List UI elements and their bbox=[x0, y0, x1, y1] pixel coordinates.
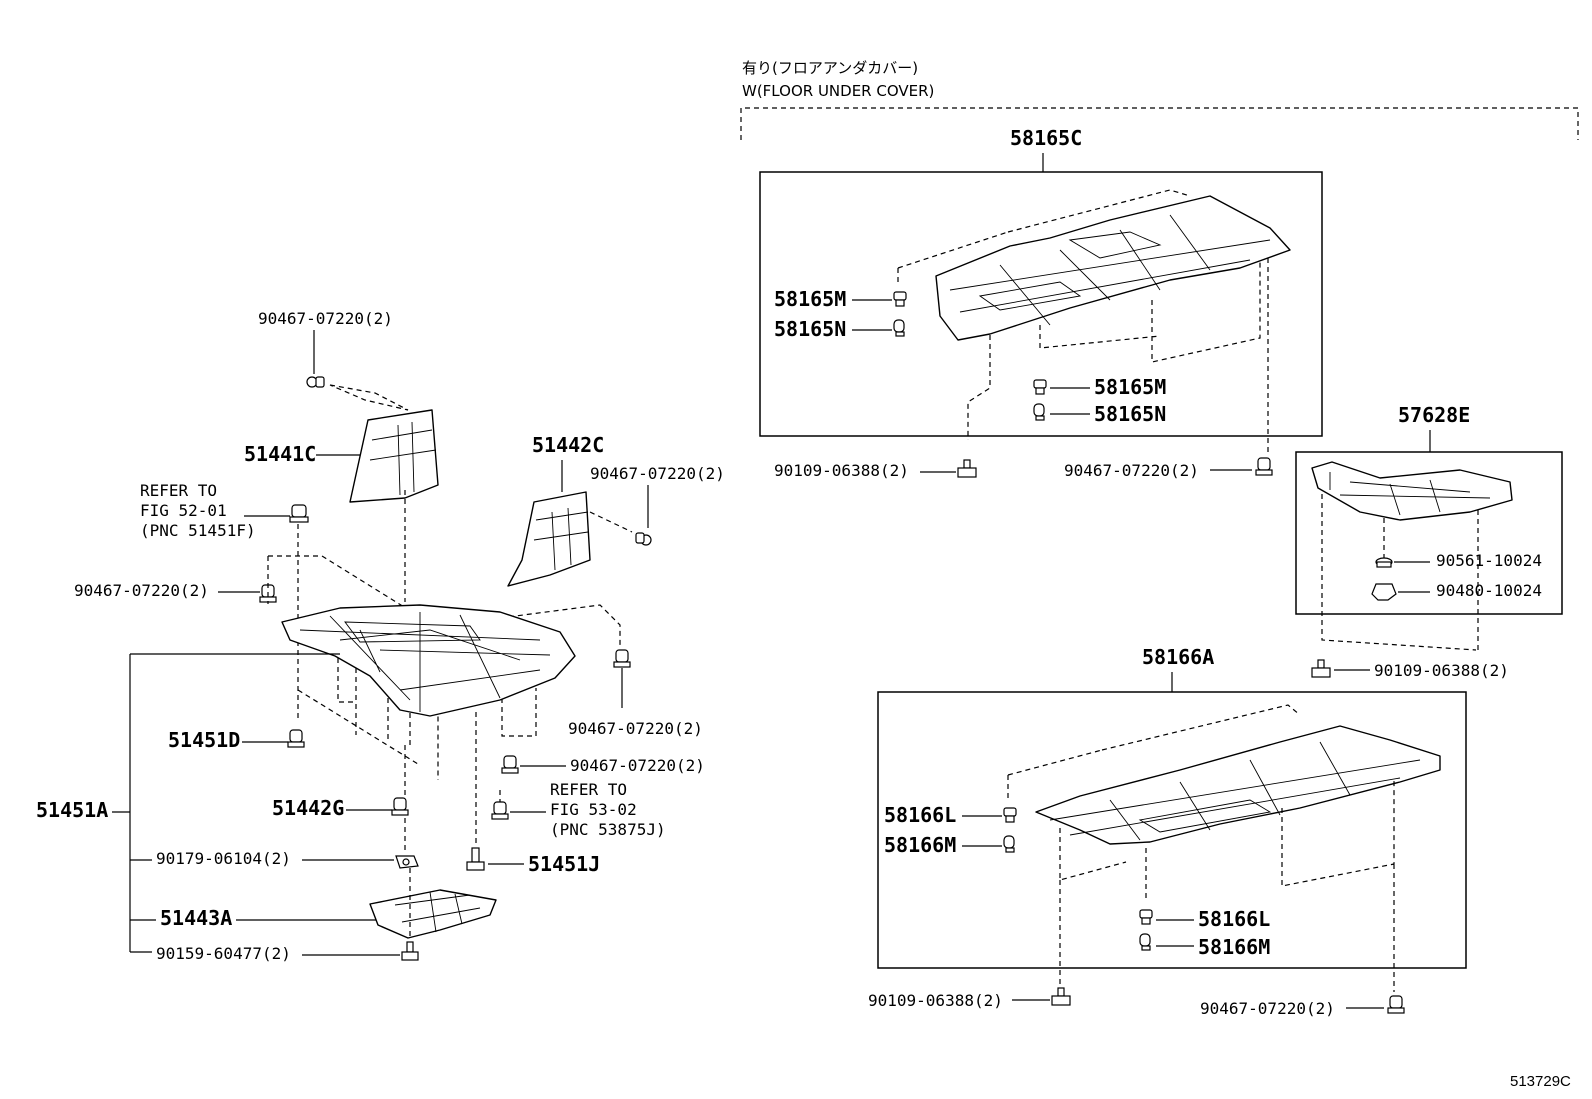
dash-58166A-top bbox=[1007, 704, 1301, 776]
label-90467-mid[interactable]: 90467-07220(2) bbox=[570, 756, 705, 775]
refer-53-02-line1: REFER TO bbox=[550, 780, 627, 799]
dash-58165C-drops bbox=[967, 260, 1261, 440]
bolt-icon bbox=[957, 459, 977, 478]
bolt-icon bbox=[466, 847, 485, 871]
box-58165C bbox=[759, 171, 1323, 437]
leader-90159 bbox=[130, 951, 400, 956]
dash-57628E bbox=[1321, 494, 1479, 651]
shield-51441C-icon bbox=[349, 409, 439, 503]
dash-58165C-top bbox=[897, 189, 1191, 269]
label-51451D[interactable]: 51451D bbox=[168, 728, 240, 752]
clip-icon bbox=[893, 291, 907, 307]
bolt-icon bbox=[1051, 987, 1071, 1006]
dash-51441C-top bbox=[329, 384, 409, 411]
dash-box-inner bbox=[337, 640, 356, 703]
clip-icon bbox=[1003, 835, 1015, 853]
clip-icon bbox=[1033, 403, 1045, 421]
label-90109-a[interactable]: 90109-06388(2) bbox=[774, 461, 909, 480]
refer-53-02-line2[interactable]: FIG 53-02 bbox=[550, 800, 637, 819]
dash-58166A-drops bbox=[1059, 778, 1395, 992]
clip-icon bbox=[391, 797, 409, 816]
label-90561[interactable]: 90561-10024 bbox=[1436, 551, 1542, 570]
clip-icon bbox=[1255, 457, 1273, 476]
clip-icon bbox=[287, 729, 305, 748]
nut-icon bbox=[1375, 557, 1393, 568]
label-58166M-a[interactable]: 58166M bbox=[884, 833, 956, 857]
clip-icon bbox=[1139, 909, 1153, 925]
label-90467-right[interactable]: 90467-07220(2) bbox=[568, 719, 703, 738]
clip-icon bbox=[306, 376, 325, 388]
floor-cover-58165C-icon bbox=[935, 195, 1291, 341]
clip-icon bbox=[1139, 933, 1151, 951]
refer-52-01-line1: REFER TO bbox=[140, 481, 217, 500]
clip-icon bbox=[1387, 995, 1405, 1014]
label-57628E[interactable]: 57628E bbox=[1398, 403, 1470, 427]
floor-cover-58166A-icon bbox=[1035, 725, 1441, 845]
header-english: W(FLOOR UNDER COVER) bbox=[742, 82, 934, 100]
label-90109-b[interactable]: 90109-06388(2) bbox=[1374, 661, 1509, 680]
retainer-icon bbox=[289, 504, 309, 523]
label-58165M-a[interactable]: 58165M bbox=[774, 287, 846, 311]
shield-51442C-icon bbox=[507, 491, 591, 587]
label-90480[interactable]: 90480-10024 bbox=[1436, 581, 1542, 600]
refer-53-02-line3: (PNC 53875J) bbox=[550, 820, 666, 839]
label-51451A[interactable]: 51451A bbox=[36, 798, 108, 822]
bolt-icon bbox=[401, 941, 419, 961]
label-51442C[interactable]: 51442C bbox=[532, 433, 604, 457]
dash-box-drops bbox=[355, 626, 537, 745]
clip-icon bbox=[1033, 379, 1047, 395]
cover-51443A-icon bbox=[369, 889, 497, 939]
bracket-51451A bbox=[112, 653, 340, 952]
label-58165C[interactable]: 58165C bbox=[1010, 126, 1082, 150]
dash-box-left bbox=[268, 555, 439, 780]
box-58166A bbox=[877, 691, 1467, 969]
clip-icon bbox=[893, 319, 905, 337]
label-51451J[interactable]: 51451J bbox=[528, 852, 600, 876]
label-58166L-b[interactable]: 58166L bbox=[1198, 907, 1270, 931]
nut-icon bbox=[395, 855, 419, 869]
label-90467-c[interactable]: 90467-07220(2) bbox=[1064, 461, 1199, 480]
label-58166A[interactable]: 58166A bbox=[1142, 645, 1214, 669]
engine-under-cover-51451A-icon bbox=[281, 604, 576, 717]
dash-box-bottom bbox=[297, 689, 419, 765]
clip-icon bbox=[635, 532, 652, 546]
label-58165N-b[interactable]: 58165N bbox=[1094, 402, 1166, 426]
clip-icon bbox=[491, 801, 509, 820]
dash-51442C-clip bbox=[589, 511, 633, 533]
refer-52-01-line3: (PNC 51451F) bbox=[140, 521, 256, 540]
label-90467-left[interactable]: 90467-07220(2) bbox=[74, 581, 209, 600]
header-bracket bbox=[740, 107, 1579, 140]
label-51443A[interactable]: 51443A bbox=[160, 906, 232, 930]
label-90179[interactable]: 90179-06104(2) bbox=[156, 849, 291, 868]
refer-52-01-line2[interactable]: FIG 52-01 bbox=[140, 501, 227, 520]
bolt-icon bbox=[1311, 659, 1331, 678]
label-51442G[interactable]: 51442G bbox=[272, 796, 344, 820]
label-58165N-a[interactable]: 58165N bbox=[774, 317, 846, 341]
header-japanese: 有り(フロアアンダカバー) bbox=[742, 59, 918, 77]
label-90109-c[interactable]: 90109-06388(2) bbox=[868, 991, 1003, 1010]
label-90467-51442C[interactable]: 90467-07220(2) bbox=[590, 464, 725, 483]
label-90467-top[interactable]: 90467-07220(2) bbox=[258, 309, 393, 328]
label-90467-d[interactable]: 90467-07220(2) bbox=[1200, 999, 1335, 1018]
label-90159[interactable]: 90159-60477(2) bbox=[156, 944, 291, 963]
clip-icon bbox=[501, 755, 519, 774]
clip-icon bbox=[613, 649, 631, 668]
diagram-code: 513729C bbox=[1510, 1073, 1571, 1090]
cover-57628E-icon bbox=[1311, 461, 1513, 521]
label-58166L-a[interactable]: 58166L bbox=[884, 803, 956, 827]
label-51441C[interactable]: 51441C bbox=[244, 442, 316, 466]
box-57628E bbox=[1295, 451, 1563, 615]
label-58166M-b[interactable]: 58166M bbox=[1198, 935, 1270, 959]
nut-icon bbox=[1371, 583, 1397, 601]
label-58165M-b[interactable]: 58165M bbox=[1094, 375, 1166, 399]
clip-icon bbox=[1003, 807, 1017, 823]
